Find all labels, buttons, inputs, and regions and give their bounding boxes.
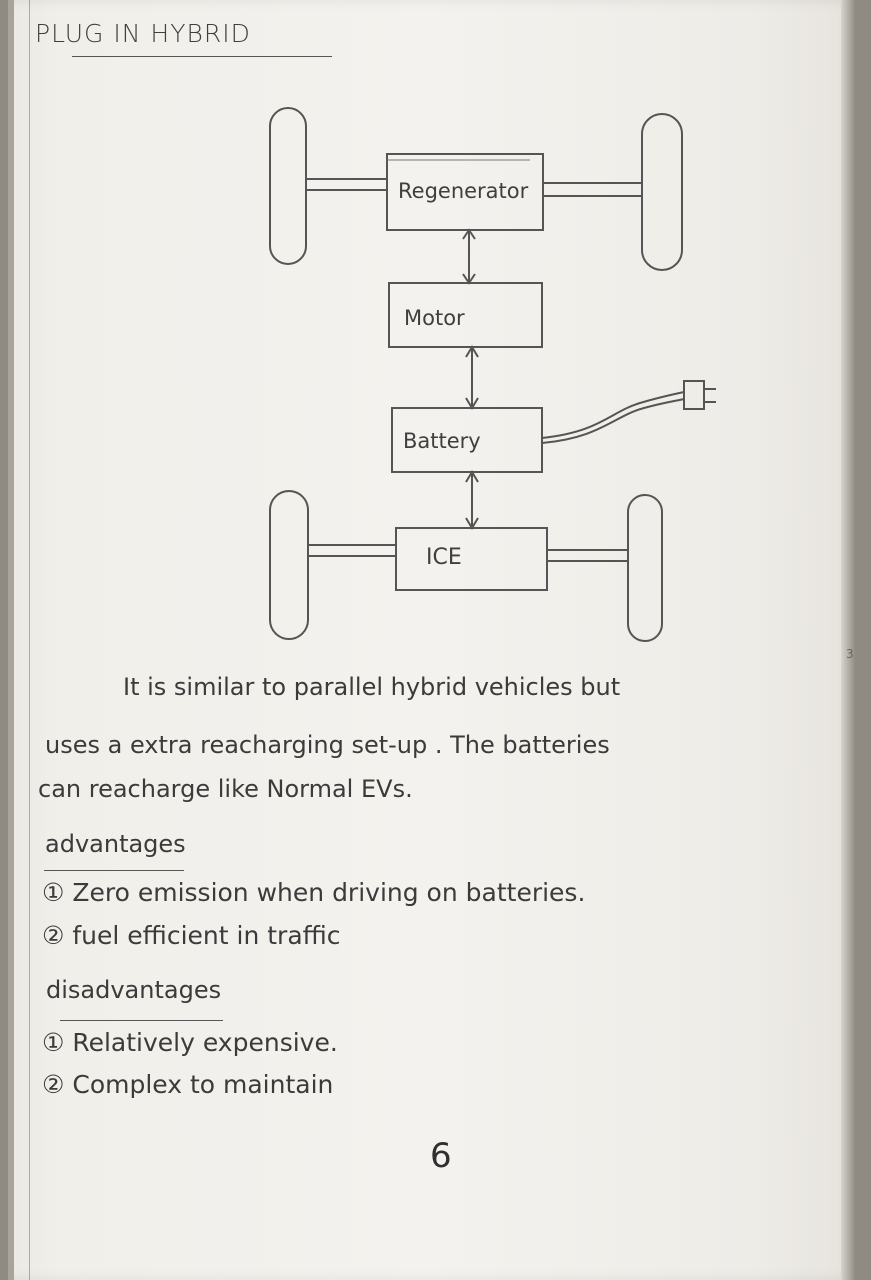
charging-cable [541, 391, 685, 439]
rear-left-wheel [269, 490, 309, 640]
battery-box [391, 407, 543, 473]
page-right-edge [841, 0, 856, 1280]
description-line-1: It is similar to parallel hybrid vehicle… [123, 673, 621, 701]
disadvantage-item-2: ② Complex to maintain [42, 1070, 334, 1099]
motor-label: Motor [404, 306, 465, 330]
advantages-heading: advantages [45, 830, 186, 858]
margin-line [29, 0, 30, 1280]
ice-label: ICE [426, 545, 462, 570]
disadvantage-item-1: ① Relatively expensive. [42, 1028, 338, 1057]
regenerator-label: Regenerator [398, 179, 529, 203]
side-mark: 3 [846, 647, 854, 661]
regenerator-box [386, 153, 544, 231]
page-left-edge [8, 0, 14, 1280]
ice-box [395, 527, 548, 591]
rear-right-wheel [627, 494, 663, 642]
battery-label: Battery [403, 429, 481, 453]
advantage-item-1: ① Zero emission when driving on batterie… [42, 878, 586, 907]
disadvantages-underline [60, 1020, 223, 1021]
description-line-2: uses a extra reacharging set-up . The ba… [45, 731, 610, 759]
front-right-wheel [641, 113, 683, 271]
notebook-page [8, 0, 856, 1280]
description-line-3: can reacharge like Normal EVs. [38, 775, 413, 803]
front-left-wheel [269, 107, 307, 265]
advantage-item-2: ② fuel efficient in traffic [42, 921, 341, 950]
title-underline [72, 56, 332, 57]
advantages-underline [44, 870, 184, 871]
disadvantages-heading: disadvantages [46, 976, 222, 1004]
page-title: PLUG IN HYBRID [35, 19, 251, 48]
motor-box [388, 282, 543, 348]
page-number: 6 [430, 1136, 452, 1176]
hybrid-diagram: Regenerator Motor Battery ICE [269, 107, 716, 642]
plug-icon [683, 380, 705, 410]
